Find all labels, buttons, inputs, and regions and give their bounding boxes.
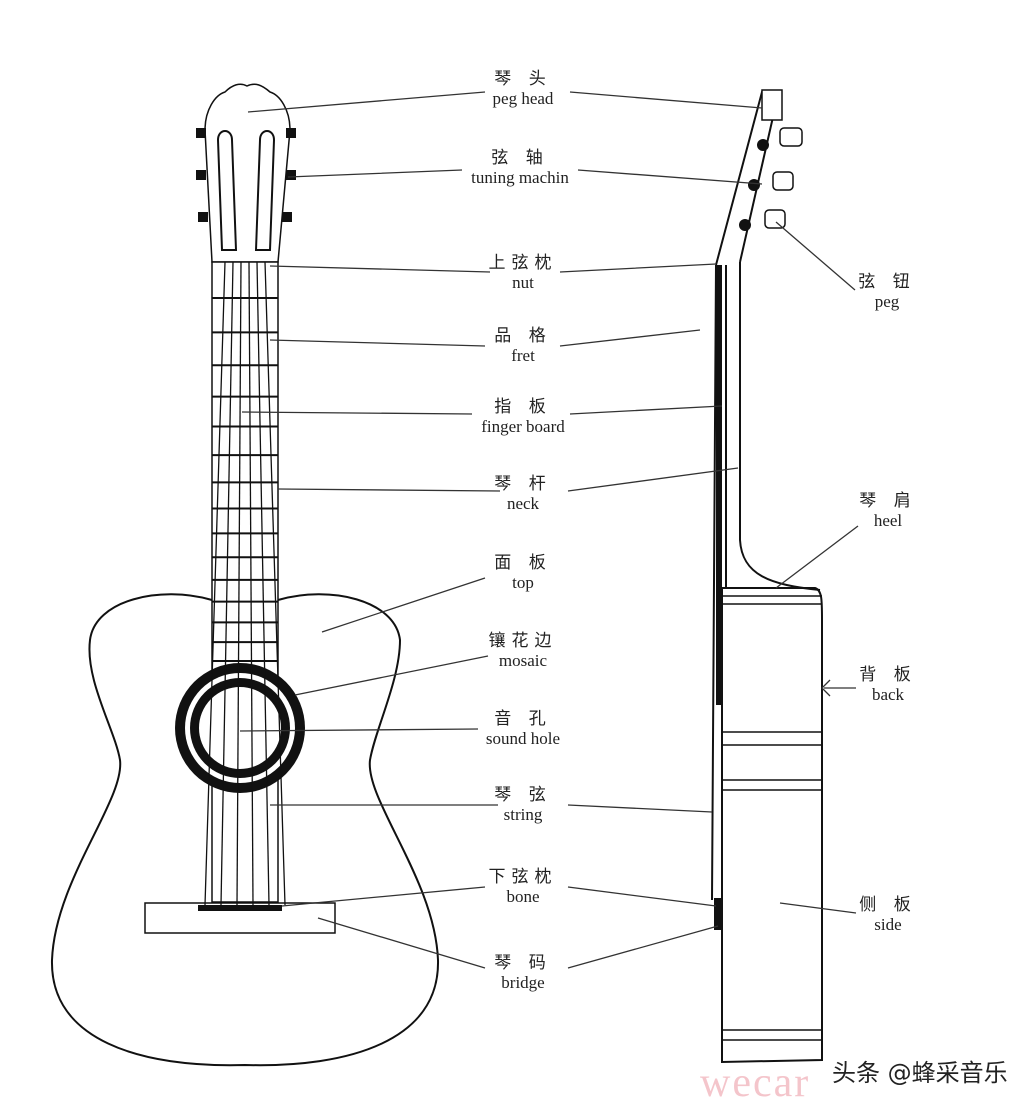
guitar-side-view [711, 89, 823, 1064]
side-bridge [714, 898, 722, 930]
side-neck [711, 262, 821, 901]
label-soundhole-en: sound hole [486, 729, 560, 748]
guitar-body-outline [50, 593, 440, 1067]
label-side-en: side [874, 915, 901, 934]
label-fingerboard-zh: 指 板 [494, 397, 551, 417]
label-peghead-zh: 琴 头 [494, 69, 551, 89]
label-back-en: back [872, 685, 905, 704]
label-back-zh: 背 板 [859, 665, 916, 685]
tuning-machines [196, 128, 296, 222]
string-line [264, 261, 286, 906]
watermark: 头条 @蜂采音乐 [832, 1059, 1008, 1087]
label-peg-zh: 弦 钮 [858, 272, 915, 292]
watermark-overlay: wecar [700, 1060, 811, 1106]
strings [204, 261, 286, 906]
label-mosaic-en: mosaic [499, 651, 548, 670]
label-soundhole-zh: 音 孔 [494, 709, 551, 729]
label-heel-en: heel [874, 511, 903, 530]
label-side-zh: 侧 板 [859, 895, 916, 915]
side-body [721, 587, 823, 1064]
sound-hole [175, 663, 305, 793]
string-line [220, 261, 234, 906]
peg-head [204, 83, 291, 263]
leader-lines [239, 91, 859, 969]
label-bone-zh: 下弦枕 [489, 867, 558, 887]
label-string-zh: 琴 弦 [494, 785, 551, 805]
string-line [236, 261, 242, 906]
head-slot-right [254, 130, 276, 251]
head-slot-left [216, 130, 238, 251]
label-bridge-en: bridge [501, 973, 544, 992]
bridge-bone [198, 905, 282, 911]
label-string-en: string [504, 805, 543, 824]
side-binding [722, 595, 822, 1041]
label-top-zh: 面 板 [494, 553, 551, 573]
label-tuning-en: tuning machin [471, 168, 569, 187]
label-heel-zh: 琴 肩 [859, 491, 916, 511]
label-fret-en: fret [511, 346, 535, 365]
string-line [204, 261, 226, 906]
side-pegs [739, 89, 803, 231]
label-bone-en: bone [506, 887, 539, 906]
label-peghead-en: peg head [493, 89, 554, 108]
label-fret-zh: 品 格 [494, 326, 551, 346]
label-peg-en: peg [875, 292, 900, 311]
label-top-en: top [512, 573, 534, 592]
label-tuning-zh: 弦 轴 [491, 148, 548, 168]
label-neck-en: neck [507, 494, 540, 513]
label-mosaic-zh: 镶花边 [489, 630, 558, 651]
label-bridge-zh: 琴 码 [494, 953, 551, 973]
label-nut-zh: 上弦枕 [489, 253, 558, 273]
label-nut-en: nut [512, 273, 534, 292]
label-fingerboard-en: finger board [481, 417, 565, 436]
string-line [256, 261, 270, 906]
string-line [248, 261, 254, 906]
guitar-front-view [50, 83, 440, 1067]
side-fingerboard [716, 265, 722, 705]
label-neck-zh: 琴 杆 [494, 474, 551, 494]
